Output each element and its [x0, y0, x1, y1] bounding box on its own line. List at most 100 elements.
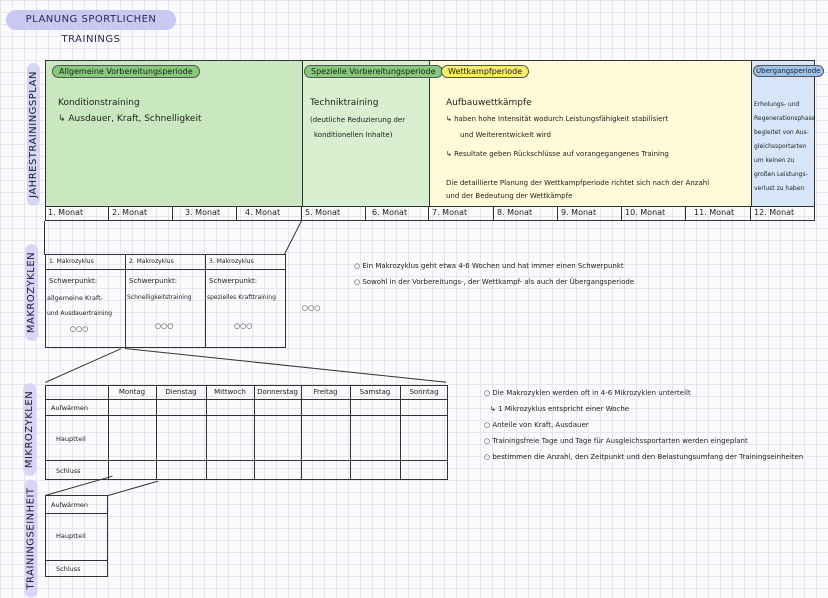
connector-line — [44, 221, 45, 255]
mikro-row-border — [45, 460, 448, 461]
mikro-col-divider — [350, 385, 351, 480]
section-label-jahrestrainingsplan: JAHRESTRAININGSPLAN — [26, 63, 40, 206]
mikro-col-divider — [206, 385, 207, 480]
connector-line — [45, 348, 122, 383]
mikro-row-label: Aufwärmen — [51, 404, 89, 412]
section-label-makrozyklen: MAKROZYKLEN — [25, 243, 39, 342]
mikro-col-divider — [108, 385, 109, 480]
phase-allgemein-bg — [45, 60, 302, 206]
month-cell: 1. Monat — [45, 206, 109, 220]
mikro-col-divider — [400, 385, 401, 480]
phase-label-speziell: Spezielle Vorbereitungsperiode — [304, 65, 443, 78]
speziell-line1: Techniktraining — [310, 98, 379, 108]
wettkampf-line2: ↳ haben hohe Intensität wodurch Leistung… — [446, 115, 669, 123]
phase-divider-2 — [429, 60, 430, 206]
einheit-row-label: Schluss — [56, 565, 81, 573]
phase-speziell-bg — [302, 60, 429, 206]
makro-col-divider — [125, 254, 126, 348]
wettkampf-line5: Die detaillierte Planung der Wettkampfpe… — [446, 179, 710, 187]
connector-line — [108, 480, 159, 496]
einheit-row-label: Hauptteil — [56, 532, 86, 540]
makro-cell-text: Schnelligkeitstraining — [127, 294, 192, 301]
connector-line — [124, 348, 447, 383]
phase-label-wettkampf: Wettkampfperiode — [441, 65, 530, 78]
makro-cell-text: spezielles Krafttraining — [207, 294, 276, 301]
month-cell: 7. Monat — [429, 206, 494, 220]
month-cell: 6. Monat — [366, 206, 429, 220]
einheit-row-border — [45, 513, 108, 514]
mikro-note: ○ bestimmen die Anzahl, den Zeitpunkt un… — [484, 453, 804, 461]
einheit-row-label: Aufwärmen — [51, 501, 89, 509]
phase-divider-1 — [302, 60, 303, 206]
einheit-row-border — [45, 560, 108, 561]
mikro-day-header: Sonntag — [409, 388, 439, 396]
month-cell: 9. Monat — [558, 206, 622, 220]
month-cell: 8. Monat — [494, 206, 558, 220]
uebergang-line6: großen Leistungs- — [754, 171, 808, 178]
mikro-col-divider — [254, 385, 255, 480]
month-cell: 4. Monat — [237, 206, 302, 220]
month-row-top-border — [45, 206, 815, 207]
month-cell: 11. Monat — [686, 206, 751, 220]
makro-col-head: 2. Makrozyklus — [129, 258, 174, 265]
uebergang-line3: begleitet von Aus- — [754, 129, 809, 136]
mikro-day-header: Mittwoch — [214, 388, 246, 396]
uebergang-line2: Regenerationsphase — [754, 115, 816, 122]
mikro-table — [45, 385, 448, 480]
allgemein-line2: ↳ Ausdauer, Kraft, Schnelligkeit — [58, 114, 202, 124]
makro-note: ○ Ein Makrozyklus geht etwa 4-6 Wochen u… — [354, 262, 624, 270]
mikro-col-divider — [301, 385, 302, 480]
wettkampf-line3: und Weiterentwickelt wird — [460, 131, 551, 139]
section-label-trainingseinheit: TRAININGSEINHEIT — [24, 479, 38, 598]
mikro-day-header: Donnerstag — [257, 388, 298, 396]
makro-cell-text: allgemeine Kraft- — [47, 294, 104, 302]
mikro-row-border — [45, 415, 448, 416]
mikro-note: ↳ 1 Mikrozyklus entspricht einer Woche — [490, 405, 630, 413]
speziell-line3: konditionellen Inhalte) — [314, 131, 393, 139]
month-cell: 10. Monat — [622, 206, 686, 220]
makro-note: ○ Sowohl in der Vorbereitungs-, der Wett… — [354, 278, 635, 286]
makro-cell-text: Schwerpunkt: — [129, 277, 178, 285]
makro-more-dots: ○○○ — [302, 304, 321, 312]
mikro-row-label: Schluss — [56, 467, 81, 475]
mikro-day-header: Montag — [118, 388, 146, 396]
mikro-note: ○ Trainingsfreie Tage und Tage für Ausgl… — [484, 437, 748, 445]
wettkampf-line6: und der Bedeutung der Wettkämpfe — [446, 192, 573, 200]
month-cell: 3. Monat — [173, 206, 237, 220]
phase-divider-3 — [751, 60, 752, 206]
wettkampf-line4: ↳ Resultate geben Rückschlüsse auf voran… — [446, 150, 669, 158]
connector-line — [283, 220, 302, 255]
phase-label-allgemein: Allgemeine Vorbereitungsperiode — [52, 65, 200, 78]
phase-label-uebergang: Übergangsperiode — [753, 65, 824, 77]
mikro-day-header: Dienstag — [165, 388, 197, 396]
makro-col-divider — [205, 254, 206, 348]
month-cell: 12. Monat — [754, 208, 795, 217]
makro-header-border — [45, 269, 286, 270]
mikro-note: ○ Die Makrozyklen werden oft in 4-6 Mikr… — [484, 389, 691, 397]
makro-dots: ○○○ — [155, 322, 174, 330]
mikro-row-label: Hauptteil — [56, 435, 86, 443]
makro-table — [45, 254, 286, 348]
mikro-col-divider — [156, 385, 157, 480]
phase-uebergang-bg — [751, 60, 815, 206]
uebergang-line7: verlust zu haben — [754, 185, 805, 192]
makro-cell-text: Schwerpunkt: — [209, 277, 258, 285]
page-title: PLANUNG SPORTLICHEN TRAININGS — [6, 10, 176, 45]
jahresplan-frame — [45, 60, 815, 221]
makro-col-head: 1. Makrozyklus — [49, 258, 94, 265]
uebergang-line4: gleichssportarten — [754, 143, 807, 150]
phase-wettkampf-bg — [429, 60, 751, 206]
wettkampf-line1: Aufbauwettkämpfe — [446, 98, 532, 108]
speziell-line2: (deutliche Reduzierung der — [310, 116, 406, 124]
allgemein-line1: Konditionstraining — [58, 98, 140, 108]
mikro-note: ○ Anteile von Kraft, Ausdauer — [484, 421, 589, 429]
makro-dots: ○○○ — [70, 325, 89, 333]
mikro-header-border — [45, 399, 448, 400]
makro-cell-text: und Ausdauertraining — [47, 310, 113, 317]
mikro-day-header: Freitag — [313, 388, 338, 396]
makro-dots: ○○○ — [234, 322, 253, 330]
month-cell: 2. Monat — [109, 206, 173, 220]
makro-cell-text: Schwerpunkt: — [49, 277, 98, 285]
month-cell: 5. Monat — [302, 206, 366, 220]
makro-col-head: 3. Makrozyklus — [209, 258, 254, 265]
